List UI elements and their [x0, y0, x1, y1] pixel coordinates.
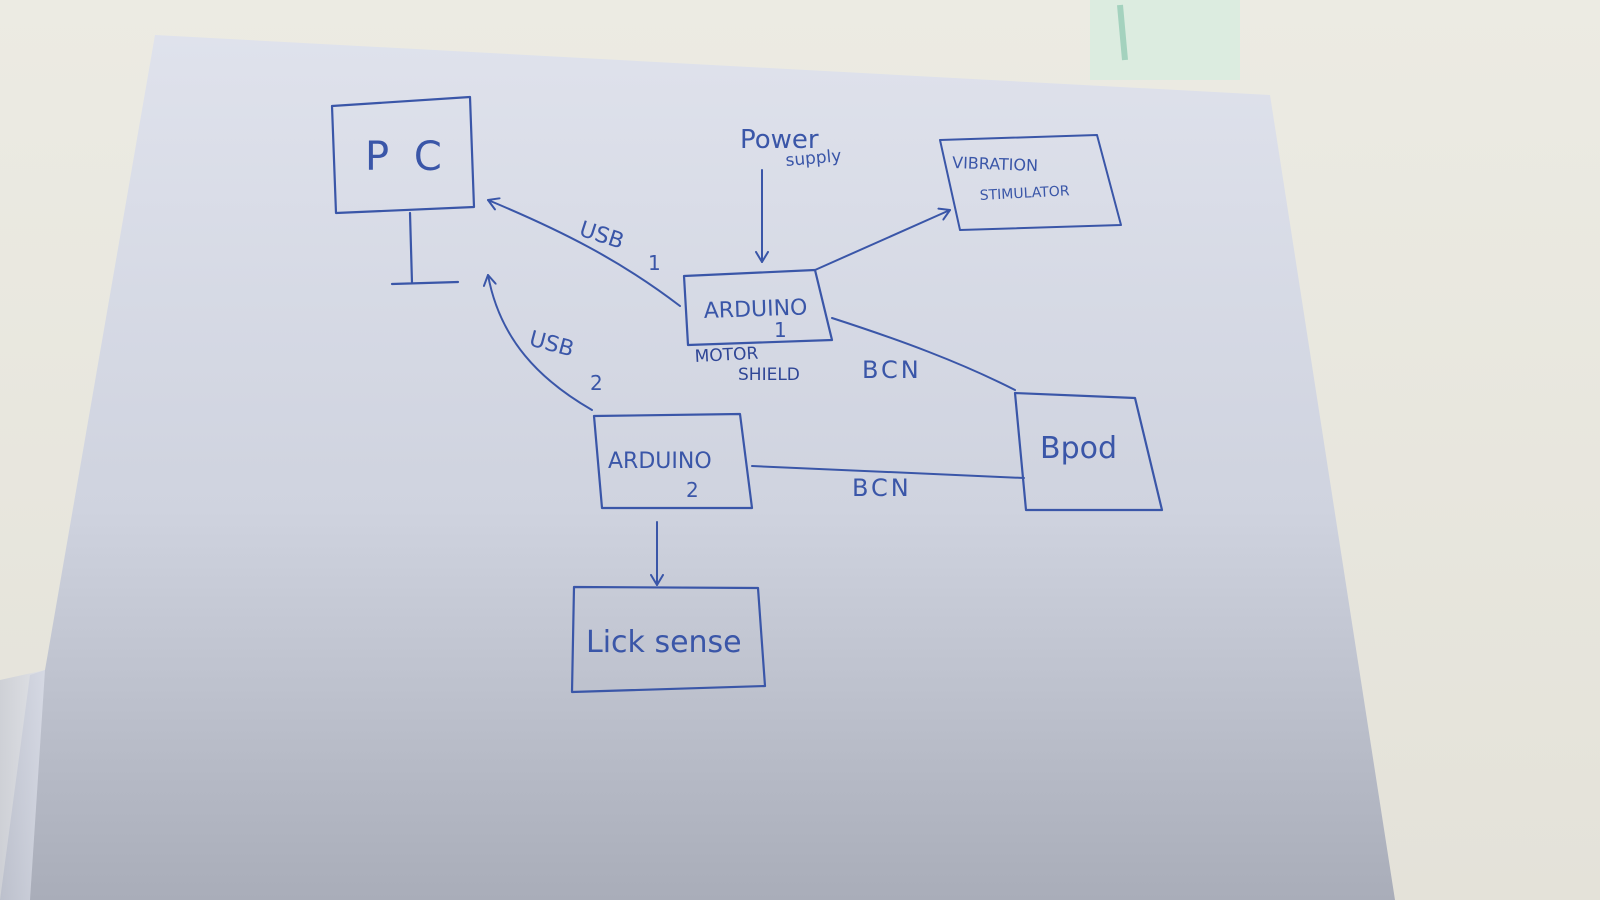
usb2-connection: [482, 274, 593, 411]
pc-stand: [390, 211, 460, 286]
usb1-connection: [487, 197, 681, 307]
paper-sheet: [0, 35, 1395, 900]
usb1-number: 1: [648, 251, 661, 275]
bpod-box: [1013, 391, 1164, 512]
lick-sensor-box: [570, 585, 767, 694]
vibration-stimulator-label-2: STIMULATOR: [979, 183, 1070, 204]
bcn-arduino1-bpod-line: [831, 317, 1016, 391]
arduino1-to-vibration-arrow: [814, 207, 951, 271]
bcn-arduino2-bpod-label: BCN: [852, 474, 912, 502]
arduino2-label-2: 2: [686, 478, 699, 502]
power-supply-label-1: Power: [740, 125, 819, 155]
arduino1-label-2: 1: [774, 318, 787, 342]
bpod-label: Bpod: [1040, 431, 1117, 466]
vibration-stimulator-box: [939, 134, 1122, 231]
pc-label: P C: [365, 134, 448, 180]
arduino2-box: [592, 412, 754, 510]
paper-fold: [0, 670, 45, 900]
bcn-arduino2-bpod-line: [751, 465, 1025, 479]
vibration-stimulator-label-1: VIBRATION: [952, 153, 1038, 175]
usb2-number: 2: [590, 371, 603, 395]
power-supply-label-2: supply: [785, 146, 843, 171]
motor-shield-label-2: SHIELD: [738, 365, 800, 385]
tape-strip: [1090, 0, 1240, 80]
pc-box: [330, 95, 476, 215]
arduino1-label-1: ARDUINO: [703, 295, 807, 324]
arduino2-label-1: ARDUINO: [608, 449, 712, 474]
lick-sensor-label: Lick sense: [586, 625, 742, 660]
arduino1-box: [682, 268, 834, 347]
tape-mark: [1117, 4, 1128, 61]
motor-shield-label-1: MOTOR: [694, 344, 759, 367]
bcn-arduino1-bpod-label: BCN: [862, 356, 922, 384]
